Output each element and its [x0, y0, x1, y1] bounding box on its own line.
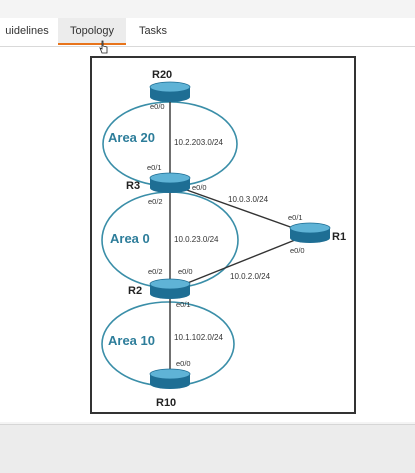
tab-tasks[interactable]: Tasks: [138, 25, 168, 37]
router-r3-label: R3: [126, 180, 140, 192]
iface-r3-e01: e0/1: [147, 163, 162, 172]
mouse-cursor-icon: [99, 40, 108, 54]
router-r3-icon: [149, 172, 191, 193]
tab-bar: uidelines Topology Tasks: [0, 18, 415, 47]
subnet-r3-r2: 10.0.23.0/24: [174, 235, 219, 244]
subnet-r2-r1: 10.0.2.0/24: [230, 272, 271, 281]
router-r1-label: R1: [332, 231, 346, 243]
iface-r2-e02: e0/2: [148, 267, 163, 276]
iface-r10-e00: e0/0: [176, 359, 191, 368]
router-r10-label: R10: [156, 397, 176, 409]
area-10-label: Area 10: [108, 333, 155, 348]
tab-guidelines[interactable]: uidelines: [5, 25, 49, 37]
area-20-label: Area 20: [108, 130, 155, 145]
router-r2-icon: [149, 278, 191, 299]
iface-r3-e02: e0/2: [148, 197, 163, 206]
router-r1-icon: [289, 222, 331, 243]
iface-r1-e00: e0/0: [290, 246, 305, 255]
iface-r1-e01: e0/1: [288, 213, 303, 222]
router-r10-icon: [149, 368, 191, 389]
iface-r20-e00: e0/0: [150, 102, 165, 111]
link-r3-r1: [169, 183, 311, 235]
tab-topology[interactable]: Topology: [58, 18, 126, 45]
iface-r2-e00: e0/0: [178, 267, 193, 276]
subnet-r2-r10: 10.1.102.0/24: [174, 333, 223, 342]
router-r20-icon: [149, 81, 191, 102]
topology-svg: R20 R3 R2 R1 R10 Area 20 Area 0 Area 10 …: [101, 69, 346, 409]
subnet-r20-r3: 10.2.203.0/24: [174, 138, 223, 147]
iface-r2-e01: e0/1: [176, 300, 191, 309]
footer-strip: [0, 424, 415, 473]
subnet-r3-r1: 10.0.3.0/24: [228, 195, 269, 204]
router-r20-label: R20: [152, 69, 172, 81]
router-r2-label: R2: [128, 285, 142, 297]
link-r2-r1: [169, 233, 311, 291]
area-0-label: Area 0: [110, 231, 150, 246]
topology-diagram: R20 R3 R2 R1 R10 Area 20 Area 0 Area 10 …: [90, 56, 356, 414]
iface-r3-e00: e0/0: [192, 183, 207, 192]
